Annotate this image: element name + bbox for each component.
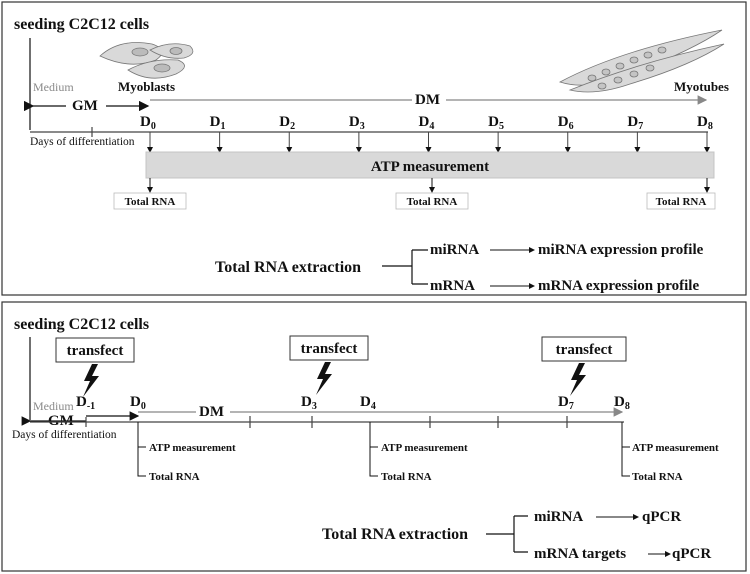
gm-mask — [66, 96, 106, 114]
svg-text:transfect: transfect — [556, 342, 613, 358]
lightning-icon — [83, 364, 99, 397]
total-rna-d8: Total RNA — [656, 196, 707, 208]
day-d0: D0 — [130, 394, 146, 412]
myoblasts-cells-image — [99, 42, 194, 79]
atp-d0: ATP measurement — [149, 442, 236, 454]
dm-label: DM — [415, 92, 440, 108]
day-d8: D8 — [614, 394, 630, 412]
myotubes-label: Myotubes — [674, 79, 729, 94]
day-d-1: D-1 — [76, 394, 95, 412]
day-d4: D4 — [360, 394, 376, 412]
mrna-label-a: mRNA — [430, 278, 475, 294]
panel-a-frame — [1, 1, 747, 296]
lightning-icon — [316, 362, 332, 395]
day-label-8: D8 — [697, 114, 713, 132]
total-rna-d4-b: Total RNA — [381, 471, 432, 483]
extraction-label-b: Total RNA extraction — [322, 526, 468, 543]
transfect-d7: transfect — [541, 336, 627, 396]
mrna-result: mRNA expression profile — [538, 278, 699, 294]
day-d3: D3 — [301, 394, 317, 412]
mirna-label-b: miRNA — [534, 509, 583, 525]
svg-text:transfect: transfect — [301, 341, 358, 357]
day-label-4: D4 — [419, 114, 435, 132]
qpcr-mrna: qPCR — [672, 546, 711, 562]
day-label-7: D7 — [627, 114, 643, 132]
seeding-label-b: seeding C2C12 cells — [14, 316, 149, 333]
day-label-3: D3 — [349, 114, 365, 132]
measurement-brackets — [137, 422, 630, 477]
seeding-label: seeding C2C12 cells — [14, 16, 149, 33]
mirna-result: miRNA expression profile — [538, 242, 704, 258]
day-label-0: D0 — [140, 114, 156, 132]
panel-b-frame — [1, 301, 747, 572]
day-d7: D7 — [558, 394, 574, 412]
myotubes-image — [558, 29, 725, 93]
day-label-6: D6 — [558, 114, 574, 132]
total-rna-d0-b: Total RNA — [149, 471, 200, 483]
atp-measurement-label: ATP measurement — [371, 159, 489, 175]
days-label-b: Days of differentiation — [12, 429, 117, 441]
gm-label: GM — [72, 98, 98, 114]
atp-measurement-bar — [145, 151, 715, 179]
transfect-d-1: transfect — [55, 337, 135, 397]
dm-label-b: DM — [199, 404, 224, 420]
lightning-icon — [570, 363, 586, 396]
day-label-1: D1 — [210, 114, 226, 132]
extraction-label-a: Total RNA extraction — [215, 259, 361, 276]
timeline-ticks-b — [85, 416, 568, 428]
day-label-5: D5 — [488, 114, 504, 132]
transfect-d3: transfect — [289, 335, 369, 395]
atp-d8: ATP measurement — [632, 442, 719, 454]
myoblasts-label: Myoblasts — [118, 79, 175, 94]
day-ticks: D0 D1 D2 D3 D4 D5 D6 D7 D8 — [140, 114, 713, 153]
mirna-label-a: miRNA — [430, 242, 479, 258]
extraction-branch-b — [486, 515, 528, 553]
dm-mask — [412, 90, 446, 106]
qpcr-mirna: qPCR — [642, 509, 681, 525]
panel-a: seeding C2C12 cells Medium GM Myoblasts — [1, 1, 747, 296]
mrna-targets-label: mRNA targets — [534, 546, 626, 562]
medium-label: Medium — [33, 80, 74, 94]
extraction-branch-a — [382, 249, 428, 285]
total-rna-d0: Total RNA — [125, 196, 176, 208]
total-rna-d4: Total RNA — [407, 196, 458, 208]
svg-text:transfect: transfect — [67, 343, 124, 359]
total-rna-markers: Total RNA Total RNA Total RNA — [113, 178, 716, 210]
gm-label-b: GM — [48, 413, 74, 429]
day-label-2: D2 — [279, 114, 295, 132]
days-label: Days of differentiation — [30, 136, 135, 148]
total-rna-d8-b: Total RNA — [632, 471, 683, 483]
medium-label-b: Medium — [33, 399, 74, 413]
panel-b: seeding C2C12 cells transfect transfect … — [1, 301, 747, 572]
dm-mask-b — [196, 402, 230, 418]
atp-d4: ATP measurement — [381, 442, 468, 454]
